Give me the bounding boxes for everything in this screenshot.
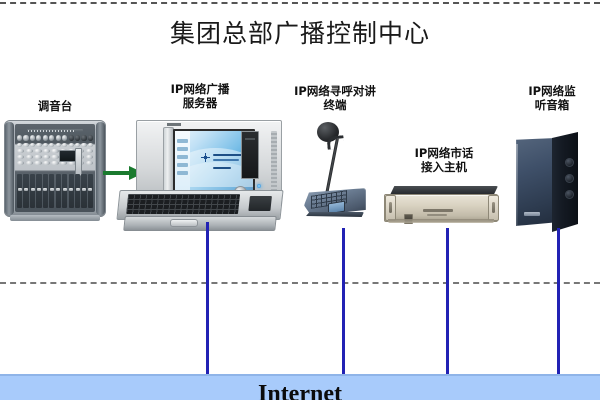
gateway-rack-ear-right xyxy=(488,195,499,221)
mixer-body xyxy=(4,120,106,221)
mixer-gain-knob-row[interactable] xyxy=(17,135,93,141)
caption-gateway-line2: 接入主机 xyxy=(421,160,467,174)
mixer-master-fader[interactable] xyxy=(75,148,82,176)
caption-paging-line1: IP网络寻呼对讲 xyxy=(294,84,376,98)
network-link-speaker xyxy=(557,228,560,376)
server-power-led-icon xyxy=(257,184,261,188)
device-paging-terminal[interactable] xyxy=(300,120,376,232)
server-drawer-handle[interactable] xyxy=(170,219,198,227)
internet-backbone-band xyxy=(0,374,600,400)
server-brand-mark xyxy=(167,123,181,126)
caption-mixer: 调音台 xyxy=(37,99,73,113)
device-monitor-speaker[interactable] xyxy=(516,132,580,232)
speaker-front-baffle xyxy=(516,138,554,226)
server-keyboard-keys[interactable] xyxy=(126,194,241,214)
mixer-side-rail-left xyxy=(5,122,14,215)
mixer-top-vents xyxy=(28,129,74,132)
server-drawer-front xyxy=(123,216,277,231)
server-optical-drive[interactable] xyxy=(241,131,259,179)
network-link-gateway xyxy=(446,228,449,376)
caption-speaker-line2: 听音箱 xyxy=(534,98,570,112)
device-broadcast-server[interactable] xyxy=(116,120,284,232)
caption-speaker-line1: IP网络监 xyxy=(528,84,576,98)
control-center-boundary-divider xyxy=(0,282,600,284)
software-logo-icon xyxy=(201,153,210,162)
device-mixer-console[interactable] xyxy=(4,120,106,221)
mixer-channel-fader-bank[interactable] xyxy=(17,174,94,208)
network-link-paging-terminal xyxy=(342,228,345,376)
gateway-sub-label xyxy=(427,214,447,216)
speaker-brand-badge xyxy=(524,212,540,216)
mixer-base xyxy=(10,215,100,221)
speaker-driver-icon xyxy=(565,158,574,167)
page-title: 集团总部广播控制中心 xyxy=(169,19,430,48)
top-boundary-divider xyxy=(0,2,600,4)
device-telephone-gateway[interactable] xyxy=(384,186,500,228)
gateway-top-cover xyxy=(390,186,498,195)
caption-server-line1: IP网络广播 xyxy=(170,82,230,96)
speaker-driver-icon xyxy=(565,174,574,183)
network-link-server xyxy=(206,222,209,376)
caption-paging-line2: 终端 xyxy=(323,98,347,112)
microphone-capsule-icon xyxy=(317,122,339,142)
gateway-rack-ear-left xyxy=(385,195,396,221)
gateway-base-shadow xyxy=(388,219,494,223)
mixer-eq-knob-row-1[interactable] xyxy=(17,143,94,147)
paging-terminal-foot xyxy=(306,212,364,217)
speaker-edge-highlight xyxy=(516,144,518,226)
server-vent-grille xyxy=(271,131,277,191)
mixer-side-rail-right xyxy=(96,122,105,215)
server-touchpad[interactable] xyxy=(248,196,272,211)
gateway-front-panel xyxy=(384,194,498,224)
caption-gateway-line1: IP网络市话 xyxy=(414,146,474,160)
speaker-driver-icon xyxy=(565,190,574,199)
speaker-side-panel xyxy=(552,132,578,232)
mixer-panel xyxy=(15,124,95,212)
gateway-model-label xyxy=(423,209,453,212)
caption-server-line2: 服务器 xyxy=(182,96,218,110)
internet-label: Internet xyxy=(258,381,342,400)
